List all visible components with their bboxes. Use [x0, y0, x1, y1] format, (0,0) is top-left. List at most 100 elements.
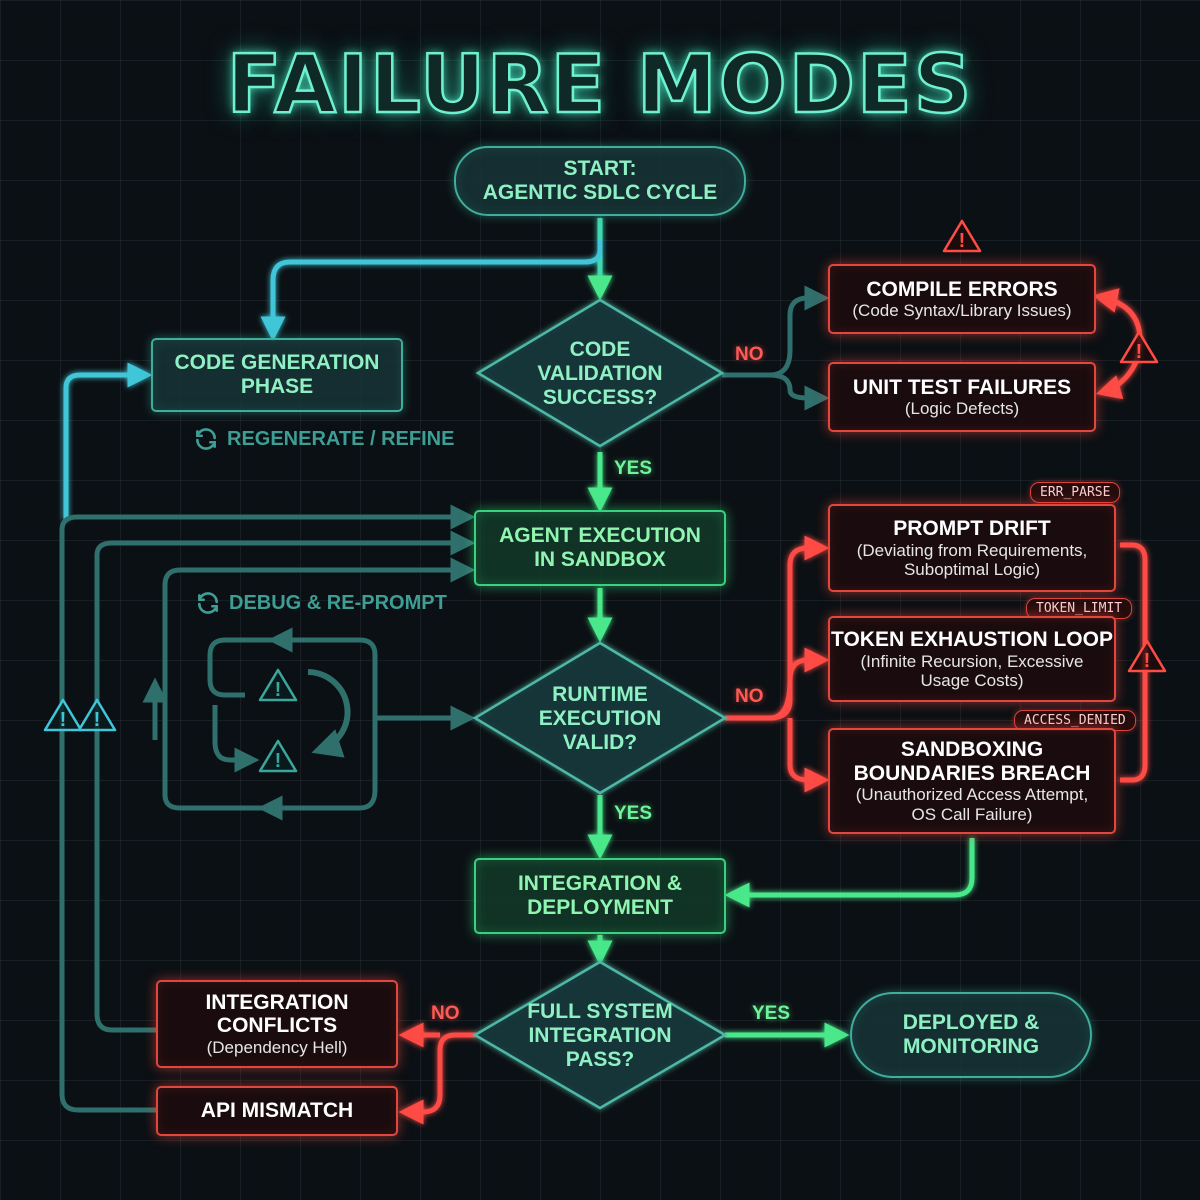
warning-icon: !: [258, 739, 298, 773]
diamond-full-system: [472, 960, 728, 1110]
main-flow-arrows: [587, 452, 975, 1048]
loop-inner-top: [267, 627, 378, 718]
code-validation-text[interactable]: CODE VALIDATION SUCCESS?: [500, 325, 700, 423]
token-exhaustion-detail2: Usage Costs): [920, 670, 1024, 690]
code-validation-line2: VALIDATION: [537, 361, 663, 385]
refresh-icon: [196, 428, 216, 450]
code-validation-line1: CODE: [569, 337, 631, 361]
integration-conflicts-detail: (Dependency Hell): [206, 1038, 348, 1057]
prompt-drift-node[interactable]: PROMPT DRIFT (Deviating from Requirement…: [828, 504, 1116, 592]
start-node[interactable]: START: AGENTIC SDLC CYCLE: [454, 146, 746, 216]
diamond-code-validation: [475, 298, 725, 448]
label-yes-runtime: YES: [614, 803, 653, 824]
code-validation-line3: SUCCESS?: [542, 386, 658, 410]
token-exhaustion-node[interactable]: TOKEN EXHAUSTION LOOP (Infinite Recursio…: [828, 616, 1116, 702]
unit-test-failures-detail: (Logic Defects): [904, 399, 1020, 419]
loop-conflicts-return: [94, 530, 476, 1033]
arrow-return-to-codegen: [63, 362, 153, 520]
start-line2: AGENTIC SDLC CYCLE: [482, 181, 718, 204]
label-yes-validation: YES: [614, 458, 653, 479]
full-system-line3: PASS?: [565, 1048, 635, 1072]
sandboxing-breach-detail1: (Unauthorized Access Attempt,: [855, 785, 1089, 805]
code-generation-line2: PHASE: [240, 375, 314, 398]
integration-conflicts-title1: INTEGRATION: [205, 990, 349, 1014]
svg-text:!: !: [959, 230, 966, 252]
debug-reprompt-text: DEBUG & RE-PROMPT: [229, 591, 447, 614]
return-loops: [59, 504, 476, 1113]
label-no-fullsystem: NO: [431, 1003, 460, 1024]
svg-text:!: !: [1136, 341, 1143, 363]
warning-icon: !: [942, 219, 982, 253]
svg-text:!: !: [60, 709, 67, 731]
arrow-breach-to-integration: [724, 838, 975, 908]
integration-deployment-line1: INTEGRATION &: [517, 872, 683, 896]
svg-text:!: !: [275, 750, 282, 772]
sandboxing-breach-detail2: OS Call Failure): [911, 804, 1033, 824]
compile-errors-title: COMPILE ERRORS: [866, 277, 1058, 301]
code-generation-node[interactable]: CODE GENERATION PHASE: [151, 338, 403, 412]
arrow-start-to-codegen: [260, 240, 603, 342]
api-mismatch-node[interactable]: API MISMATCH: [156, 1086, 398, 1136]
unit-test-failures-node[interactable]: UNIT TEST FAILURES (Logic Defects): [828, 362, 1096, 432]
regenerate-refine-text: REGENERATE / REFINE: [227, 427, 455, 450]
decision-diamonds: [472, 298, 728, 1110]
arrow-runtime-to-token: [769, 647, 830, 721]
arrow-validation-to-unit: [769, 372, 830, 411]
sandboxing-breach-node[interactable]: SANDBOXING BOUNDARIES BREACH (Unauthoriz…: [828, 728, 1116, 834]
compile-errors-node[interactable]: COMPILE ERRORS (Code Syntax/Library Issu…: [828, 264, 1096, 334]
warning-icon: !: [77, 698, 117, 732]
loop-inner-left: [207, 637, 275, 698]
code-generation-line1: CODE GENERATION: [174, 351, 380, 375]
warning-icons: ! ! ! ! ! ! !: [43, 219, 1167, 773]
runtime-execution-line2: EXECUTION: [538, 706, 662, 730]
agent-execution-line1: AGENT EXECUTION: [499, 524, 701, 548]
validation-no-branches: [722, 285, 830, 411]
refresh-icon: [198, 592, 218, 614]
agent-execution-node[interactable]: AGENT EXECUTION IN SANDBOX: [474, 510, 726, 586]
svg-text:!: !: [94, 709, 101, 731]
loop-api-mismatch-return: [59, 504, 476, 1113]
err-parse-badge: ERR_PARSE: [1030, 482, 1121, 503]
label-no-runtime: NO: [735, 686, 764, 707]
start-line1: START:: [563, 157, 637, 181]
integration-deployment-node[interactable]: INTEGRATION & DEPLOYMENT: [474, 858, 726, 934]
prompt-drift-detail2: Suboptimal Logic): [903, 559, 1041, 579]
token-exhaustion-title: TOKEN EXHAUSTION LOOP: [831, 628, 1113, 652]
token-exhaustion-detail1: (Infinite Recursion, Excessive: [860, 651, 1084, 671]
full-system-line1: FULL SYSTEM: [527, 999, 673, 1023]
runtime-execution-text[interactable]: RUNTIME EXECUTION VALID?: [500, 670, 700, 768]
api-mismatch-title: API MISMATCH: [200, 1099, 354, 1123]
prompt-drift-detail1: (Deviating from Requirements,: [856, 540, 1088, 560]
arrow-fullsystem-to-conflicts: [398, 1032, 476, 1125]
full-system-line2: INTEGRATION: [528, 1023, 672, 1047]
prompt-drift-title: PROMPT DRIFT: [893, 517, 1051, 541]
runtime-execution-line3: VALID?: [562, 731, 638, 755]
loop-inner-bottom: [212, 705, 260, 773]
warning-icon: !: [1127, 639, 1167, 673]
sandboxing-breach-title2: BOUNDARIES BREACH: [853, 761, 1091, 785]
label-no-validation: NO: [735, 344, 764, 365]
integration-deployment-line2: DEPLOYMENT: [527, 896, 673, 919]
regenerate-refine-label: REGENERATE / REFINE: [193, 426, 454, 452]
agent-execution-line2: IN SANDBOX: [534, 548, 666, 571]
token-limit-badge: TOKEN_LIMIT: [1026, 598, 1133, 619]
warning-icon: !: [1119, 330, 1159, 364]
debug-reprompt-label: DEBUG & RE-PROMPT: [195, 590, 447, 616]
loop-arc-right: [307, 669, 351, 758]
svg-text:!: !: [275, 679, 282, 701]
diamond-runtime-execution: [472, 641, 728, 795]
deployed-node[interactable]: DEPLOYED & MONITORING: [850, 992, 1092, 1078]
warning-icon: !: [43, 698, 83, 732]
page-title: FAILURE MODES: [225, 37, 974, 133]
integration-conflicts-title2: CONFLICTS: [216, 1014, 338, 1038]
label-yes-fullsystem: YES: [752, 1003, 791, 1024]
arrow-runtime-to-breach: [787, 718, 830, 793]
runtime-execution-line1: RUNTIME: [552, 682, 648, 706]
svg-text:!: !: [1144, 650, 1151, 672]
full-system-text[interactable]: FULL SYSTEM INTEGRATION PASS?: [500, 987, 700, 1085]
integration-conflicts-node[interactable]: INTEGRATION CONFLICTS (Dependency Hell): [156, 980, 398, 1068]
unit-test-failures-title: UNIT TEST FAILURES: [852, 375, 1072, 399]
start-arrows: [260, 218, 613, 342]
sandboxing-breach-title1: SANDBOXING: [900, 738, 1044, 762]
